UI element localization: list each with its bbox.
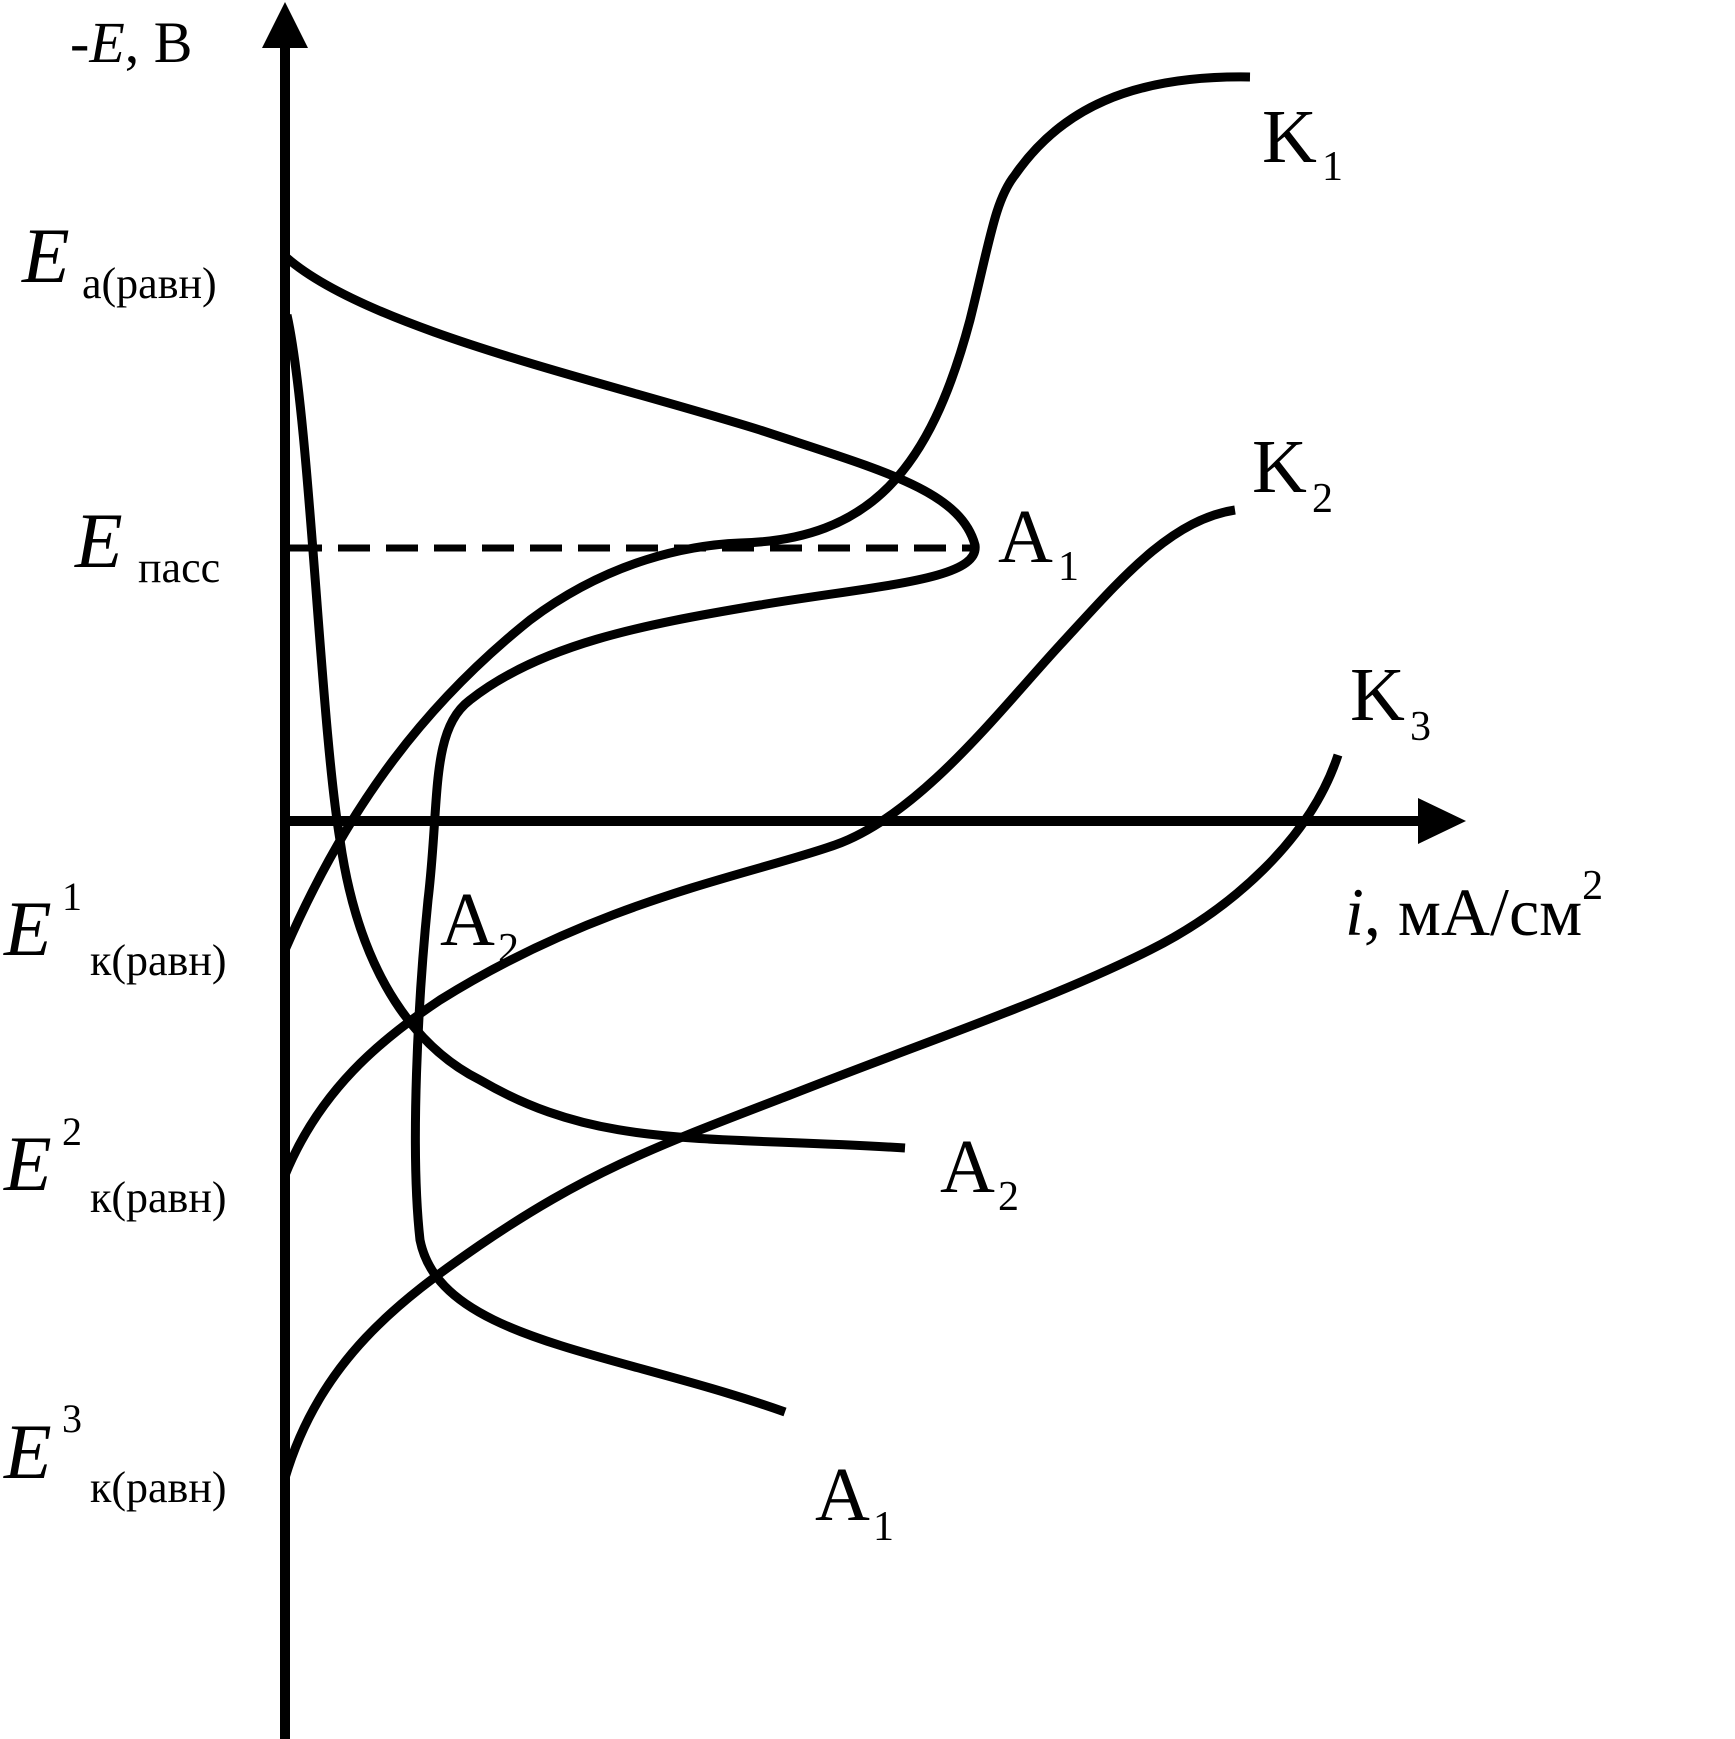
svg-text:A: A	[815, 1453, 870, 1537]
svg-text:1: 1	[873, 1504, 894, 1550]
curve-label-k2: K 2	[1252, 425, 1333, 522]
svg-text:K: K	[1350, 653, 1405, 737]
svg-text:E: E	[21, 212, 70, 299]
y-axis-arrowhead	[262, 2, 308, 48]
svg-text:E: E	[3, 885, 52, 972]
curve-label-a1-peak: A 1	[998, 495, 1079, 590]
curve-k3	[280, 753, 1343, 1480]
svg-text:A: A	[940, 1125, 995, 1209]
potential-label-e3-k-equilibrium: E 3 к(равн)	[3, 1396, 227, 1512]
curve-k1	[280, 72, 1251, 952]
potential-label-e1-k-equilibrium: E 1 к(равн)	[3, 874, 227, 985]
svg-text:A: A	[440, 878, 495, 962]
svg-text:E: E	[3, 1120, 52, 1207]
svg-text:E: E	[74, 497, 123, 584]
svg-text:A: A	[998, 495, 1053, 579]
svg-text:1: 1	[1058, 544, 1079, 590]
curve-k2	[280, 505, 1236, 1177]
svg-text:пасс: пасс	[138, 543, 220, 592]
curve-a2	[282, 314, 906, 1153]
svg-text:3: 3	[1410, 704, 1431, 750]
potential-label-e-passivation: E пасс	[74, 497, 220, 592]
svg-text:2: 2	[62, 1109, 82, 1154]
svg-text:K: K	[1252, 425, 1307, 509]
svg-text:к(равн): к(равн)	[90, 1463, 227, 1512]
potential-label-e2-k-equilibrium: E 2 к(равн)	[3, 1109, 227, 1222]
curve-label-k1: K 1	[1262, 95, 1343, 190]
x-axis-title: i, мА/см2	[1345, 863, 1603, 950]
svg-text:E: E	[3, 1408, 52, 1495]
svg-text:2: 2	[498, 926, 519, 972]
curve-a1	[284, 254, 980, 1417]
svg-text:а(равн): а(равн)	[82, 259, 217, 308]
svg-text:2: 2	[998, 1174, 1019, 1220]
curve-label-a2-mid: A 2	[440, 878, 519, 972]
svg-text:1: 1	[62, 874, 82, 919]
y-axis-title: -E, B	[70, 10, 192, 75]
svg-text:1: 1	[1322, 144, 1343, 190]
curve-label-a2-end: A 2	[940, 1125, 1019, 1220]
svg-text:K: K	[1262, 95, 1317, 179]
curve-label-k3: K 3	[1350, 653, 1431, 750]
x-axis-arrowhead	[1418, 798, 1466, 844]
svg-text:к(равн): к(равн)	[90, 936, 227, 985]
svg-text:2: 2	[1312, 476, 1333, 522]
svg-text:3: 3	[62, 1396, 82, 1441]
potential-label-e-a-equilibrium: E а(равн)	[21, 212, 217, 308]
curve-label-a1-end: A 1	[815, 1453, 894, 1550]
svg-text:к(равн): к(равн)	[90, 1173, 227, 1222]
